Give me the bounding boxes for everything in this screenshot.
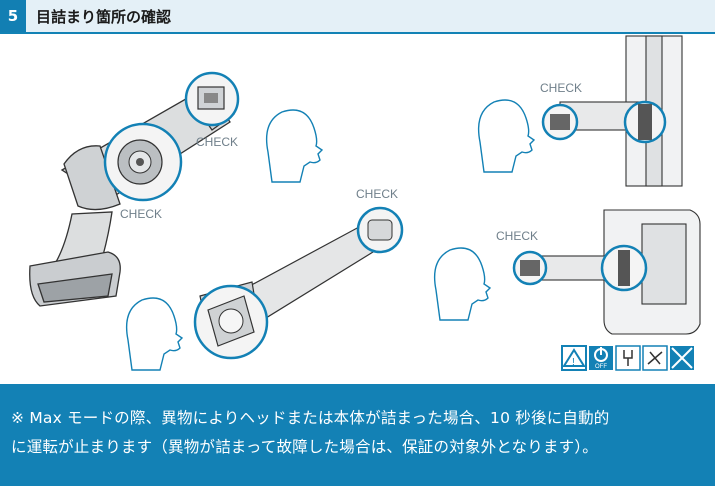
check-label-4: CHECK — [540, 81, 582, 95]
tube-opening-check-callout — [193, 284, 269, 360]
section-title: 目詰まり箇所の確認 — [36, 8, 172, 26]
floor-head-bottom-check-callout — [512, 244, 648, 292]
floor-head-top-drawing — [559, 35, 683, 187]
person-head-icon — [477, 99, 536, 173]
person-head-icon — [433, 247, 492, 321]
max-mode-note: ※ Max モードの際、異物によりヘッドまたは本体が詰まった場合、10 秒後に自… — [0, 384, 715, 486]
person-head-icon — [265, 109, 324, 183]
section-header: 5 目詰まり箇所の確認 — [0, 0, 715, 34]
note-line-2: に運転が止まります（異物が詰まって故障した場合は、保証の対象外となります）。 — [11, 438, 598, 456]
clog-check-illustration: CHECK CHECK CHECK — [29, 35, 701, 371]
floor-head-top-check-callout — [541, 100, 667, 144]
no-disassemble-icon — [647, 351, 663, 365]
check-label-2: CHECK — [120, 207, 162, 221]
check-label-1: CHECK — [196, 135, 238, 149]
warning-triangle-icon — [562, 348, 586, 367]
note-line-1: ※ Max モードの際、異物によりヘッドまたは本体が詰まった場合、10 秒後に自… — [11, 409, 610, 427]
step-number-badge: 5 — [0, 0, 26, 32]
svg-text:!: ! — [572, 357, 575, 368]
nozzle-check-callout — [184, 71, 240, 127]
filter-check-callout — [103, 122, 183, 202]
check-label-5: CHECK — [496, 229, 538, 243]
tube-end-check-callout — [356, 206, 404, 254]
off-label: OFF — [595, 364, 607, 370]
warning-icon-strip: ! OFF — [561, 345, 694, 371]
check-label-3: CHECK — [356, 187, 398, 201]
person-head-icon — [125, 297, 184, 371]
floor-head-bottom-drawing — [539, 209, 701, 335]
unplug-icon — [623, 350, 633, 366]
